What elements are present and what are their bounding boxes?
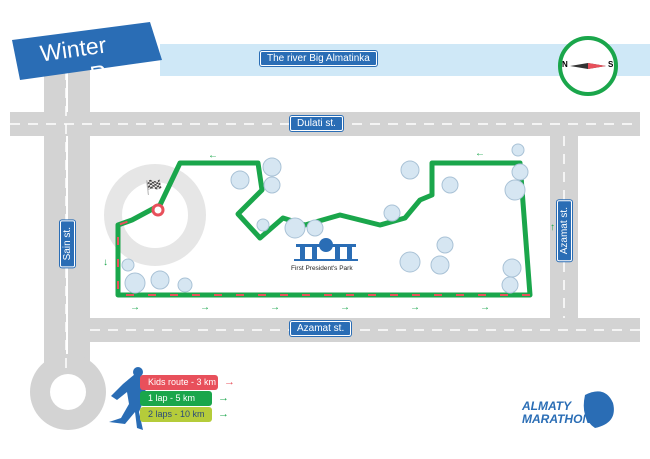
- compass-n: N: [562, 60, 568, 69]
- route-main: [115, 160, 533, 298]
- street-azamat-right: Azamat st.: [557, 200, 572, 262]
- svg-text:↑: ↑: [550, 222, 555, 233]
- svg-text:→: →: [130, 302, 140, 313]
- svg-text:→: →: [200, 302, 210, 313]
- logo-line1: ALMATY: [522, 399, 572, 413]
- svg-text:←: ←: [208, 150, 218, 161]
- svg-text:→: →: [340, 302, 350, 313]
- park-building-icon: [294, 238, 358, 261]
- svg-text:←: ←: [475, 148, 485, 159]
- svg-text:→: →: [218, 392, 229, 404]
- street-azamat-bottom: Azamat st.: [290, 321, 352, 336]
- svg-text:→: →: [480, 302, 490, 313]
- svg-text:↓: ↓: [103, 257, 108, 268]
- title: Winter Race: [12, 22, 162, 88]
- svg-text:→: →: [410, 302, 420, 313]
- road-sain-right: [68, 70, 90, 380]
- title-banner: [12, 22, 162, 80]
- start-marker: [151, 203, 165, 217]
- compass-s: S: [608, 60, 614, 69]
- street-dulati: Dulati st.: [290, 116, 343, 131]
- route-kids: [117, 219, 530, 296]
- svg-text:→: →: [218, 408, 229, 420]
- legend-1-lap: 1 lap - 5 km: [140, 391, 212, 406]
- start-area: [104, 164, 206, 266]
- logo-icon: [583, 391, 614, 428]
- svg-text:→: →: [224, 376, 235, 388]
- logo-line2: MARATHON: [522, 412, 592, 426]
- direction-arrows: ← ← → → → → → → ↑ ↓: [103, 148, 555, 313]
- logo: ALMATY MARATHON: [522, 400, 591, 426]
- road-sain-left: [44, 70, 66, 400]
- legend-2-laps: 2 laps - 10 km: [140, 407, 212, 422]
- river-label: The river Big Almatinka: [260, 51, 377, 66]
- runner-icon: [109, 374, 147, 430]
- park-label: First President's Park: [291, 265, 353, 272]
- finish-flags-icon: 🏁: [145, 179, 162, 196]
- trees: [121, 143, 529, 294]
- street-sain: Sain st.: [60, 220, 75, 268]
- svg-text:→: →: [270, 302, 280, 313]
- legend-kids: Kids route - 3 km: [140, 375, 218, 390]
